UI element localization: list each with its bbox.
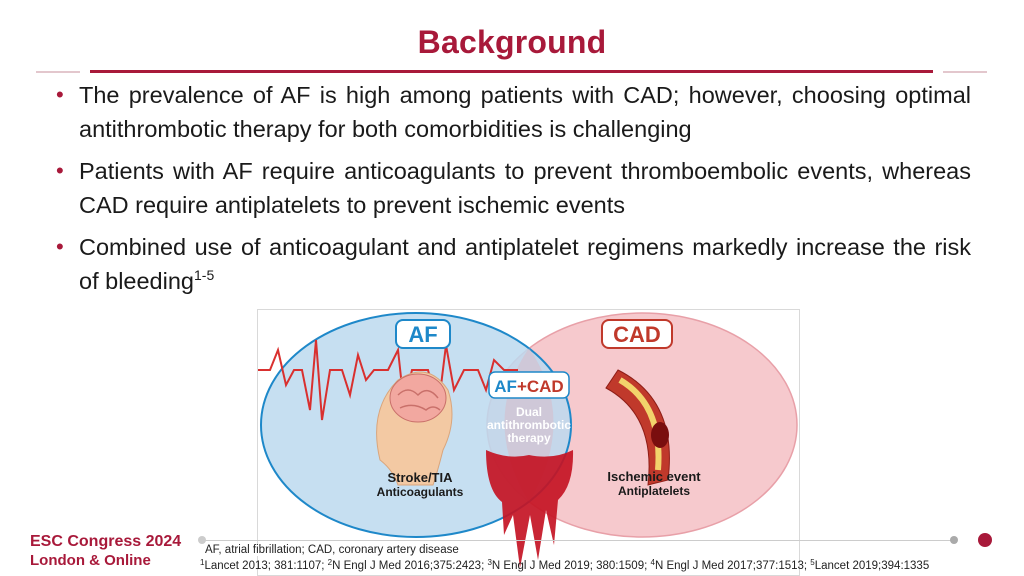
overlap-label-box bbox=[488, 371, 570, 399]
ref-sup: 1 bbox=[200, 558, 205, 567]
footer-dot-icon bbox=[198, 536, 206, 544]
right-caption-title: Ischemic event bbox=[607, 469, 701, 484]
artery-icon bbox=[605, 369, 670, 486]
ecg-line-icon bbox=[258, 339, 518, 421]
dual-therapy-line3: therapy bbox=[507, 431, 551, 445]
right-caption-sub: Antiplatelets bbox=[618, 484, 690, 498]
bullet-text: Combined use of anticoagulant and antipl… bbox=[79, 234, 971, 294]
title-rule bbox=[90, 70, 933, 73]
ref-text: Lancet 2013; 381:1107; bbox=[204, 560, 328, 572]
references: 1Lancet 2013; 381:1107; 2N Engl J Med 20… bbox=[200, 558, 930, 573]
footer-dot-icon bbox=[978, 533, 992, 547]
bullet-icon: • bbox=[56, 234, 64, 259]
ref-sup: 5 bbox=[810, 558, 815, 567]
ref-text: N Engl J Med 2016;375:2423; bbox=[332, 560, 488, 572]
bullet-icon: • bbox=[56, 158, 64, 183]
title-rule-left bbox=[36, 71, 80, 73]
reference-superscript: 1-5 bbox=[194, 267, 215, 283]
footer-divider bbox=[205, 540, 955, 541]
dual-therapy-line2: antithrombotic bbox=[487, 418, 571, 432]
overlap-label: AF+CAD bbox=[494, 377, 563, 396]
dual-therapy-line1: Dual bbox=[516, 405, 542, 419]
ref-text: N Engl J Med 2017;377:1513; bbox=[654, 560, 811, 572]
footer-dot-icon bbox=[950, 536, 958, 544]
ref-sup: 4 bbox=[650, 558, 655, 567]
congress-logo: ESC Congress 2024 London & Online bbox=[30, 532, 181, 570]
brain-head-icon bbox=[376, 371, 453, 486]
cad-label-box bbox=[601, 319, 673, 349]
abbreviations: AF, atrial fibrillation; CAD, coronary a… bbox=[205, 544, 461, 556]
ref-text: Lancet 2019;394:1335 bbox=[814, 560, 930, 572]
ref-sup: 3 bbox=[487, 558, 492, 567]
title-rule-right bbox=[943, 71, 987, 73]
logo-line2: London & Online bbox=[30, 552, 151, 569]
bullet-text: The prevalence of AF is high among patie… bbox=[79, 82, 971, 142]
left-caption-title: Stroke/TIA bbox=[387, 470, 453, 485]
af-label-box bbox=[395, 319, 451, 349]
ref-text: N Engl J Med 2019; 380:1509; bbox=[491, 560, 651, 572]
bullet-item: • The prevalence of AF is high among pat… bbox=[56, 78, 971, 146]
blood-drip-icon bbox=[486, 450, 574, 568]
bullet-item: • Patients with AF require anticoagulant… bbox=[56, 154, 971, 222]
logo-line1: ESC Congress 2024 bbox=[30, 533, 182, 550]
venn-figure: AF CAD AF+CAD Dual antithrombotic therap… bbox=[257, 309, 800, 576]
ref-sup: 2 bbox=[327, 558, 333, 567]
venn-diagram: AF CAD AF+CAD Dual antithrombotic therap… bbox=[258, 312, 798, 568]
bullet-item: • Combined use of anticoagulant and anti… bbox=[56, 230, 971, 298]
left-caption-sub: Anticoagulants bbox=[377, 485, 464, 499]
slide-title: Background bbox=[417, 24, 607, 60]
af-label: AF bbox=[408, 322, 437, 347]
bullet-text: Patients with AF require anticoagulants … bbox=[79, 158, 971, 218]
bullet-icon: • bbox=[56, 82, 64, 107]
bullet-list: • The prevalence of AF is high among pat… bbox=[56, 78, 971, 306]
cad-label: CAD bbox=[613, 322, 661, 347]
